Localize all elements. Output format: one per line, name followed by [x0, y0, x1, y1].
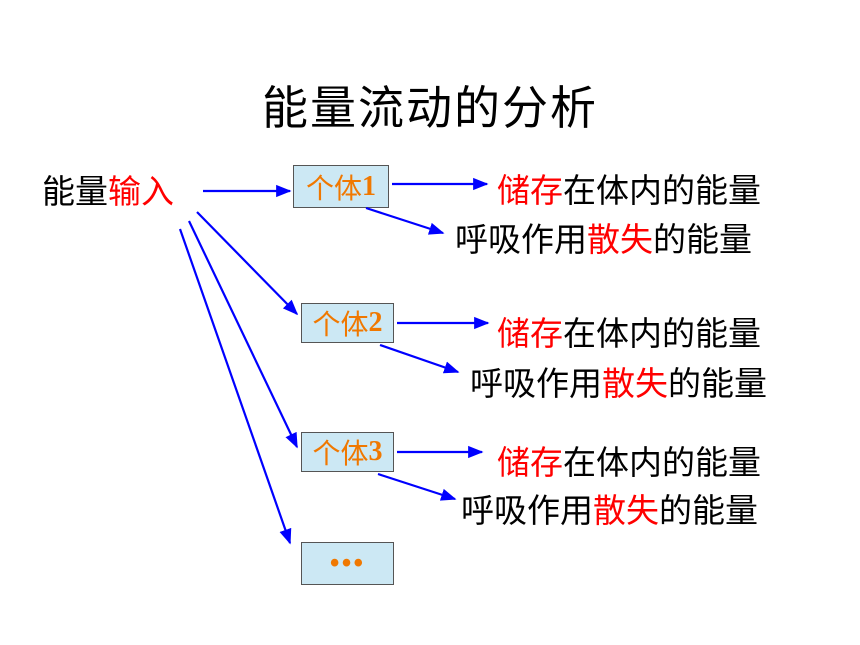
lost-prefix: 呼吸作用 [461, 491, 593, 530]
individual-3-lost-energy: 呼吸作用散失的能量 [461, 484, 758, 532]
individual-1-prefix: 个体 [305, 173, 362, 205]
individual-3-prefix: 个体 [312, 439, 369, 470]
stored-highlight: 储存 [497, 443, 563, 482]
slide-title: 能量流动的分析 [262, 81, 598, 135]
individual-2-number: 2 [368, 307, 383, 338]
lost-rest: 的能量 [659, 491, 758, 530]
arrow-input-to-more [178, 228, 292, 545]
arrow-individual-2-lost [379, 343, 460, 374]
stored-highlight: 储存 [497, 171, 563, 210]
individual-2-prefix: 个体 [312, 310, 369, 341]
individual-1-number: 1 [362, 170, 376, 202]
lost-highlight: 散失 [587, 220, 653, 259]
arrow-individual-3-lost [377, 472, 457, 501]
individual-2-lost-energy: 呼吸作用散失的能量 [470, 357, 767, 405]
input-highlight: 输入 [108, 172, 174, 211]
stored-rest: 在体内的能量 [563, 443, 761, 482]
arrow-input-to-individual-2 [196, 211, 299, 316]
individual-1-lost-energy: 呼吸作用散失的能量 [455, 213, 752, 261]
arrow-individual-1-lost [365, 206, 445, 235]
lost-rest: 的能量 [653, 220, 752, 259]
lost-rest: 的能量 [668, 364, 767, 403]
stored-highlight: 储存 [497, 314, 563, 353]
lost-prefix: 呼吸作用 [455, 220, 587, 259]
individual-2-stored-energy: 储存在体内的能量 [497, 307, 761, 355]
lost-prefix: 呼吸作用 [470, 364, 602, 403]
stored-rest: 在体内的能量 [563, 314, 761, 353]
individual-1-stored-energy: 储存在体内的能量 [497, 164, 761, 212]
lost-highlight: 散失 [602, 364, 668, 403]
energy-input-label: 能量输入 [42, 165, 174, 213]
input-prefix: 能量 [42, 172, 108, 211]
individual-3-stored-energy: 储存在体内的能量 [497, 436, 761, 484]
lost-highlight: 散失 [593, 491, 659, 530]
individual-3-number: 3 [368, 436, 383, 467]
more-individuals-box: ••• [301, 542, 394, 585]
stored-rest: 在体内的能量 [563, 171, 761, 210]
arrow-input-to-individual-3 [188, 220, 298, 449]
